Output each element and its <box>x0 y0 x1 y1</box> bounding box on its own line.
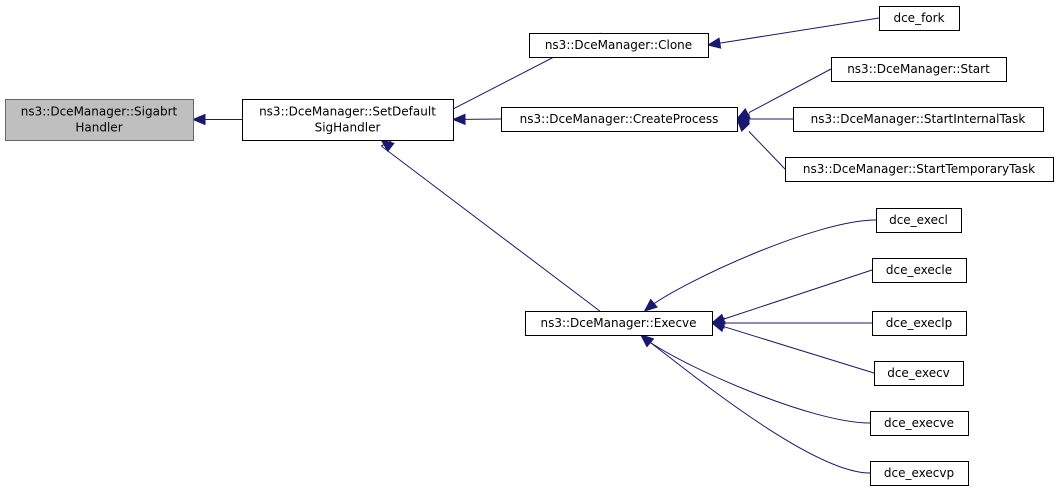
node-box <box>831 57 1007 82</box>
arrowhead <box>706 37 722 49</box>
edge-dce-execle-to-execve <box>723 269 873 320</box>
node-label: Handler <box>75 121 122 135</box>
node-label: ns3::DceManager::Execve <box>540 316 696 330</box>
node-box <box>879 6 960 31</box>
node-starttemporary[interactable]: ns3::DceManager::StartTemporaryTask <box>785 157 1054 182</box>
node-start[interactable]: ns3::DceManager::Start <box>831 57 1007 82</box>
node-label: dce_execle <box>886 263 952 277</box>
node-label: dce_execvp <box>884 466 954 480</box>
node-box <box>793 107 1044 132</box>
node-box <box>870 461 969 486</box>
arrowhead <box>191 113 206 126</box>
node-execve[interactable]: ns3::DceManager::Execve <box>525 311 713 336</box>
node-box <box>874 361 964 386</box>
arrowhead <box>643 298 658 312</box>
edge-start-to-createprocess <box>748 68 832 114</box>
node-label: ns3::DceManager::Sigabrt <box>21 105 178 119</box>
node-box <box>872 311 967 336</box>
nodes-layer: ns3::DceManager::SigabrtHandlerns3::DceM… <box>5 6 1054 486</box>
node-label: dce_execv <box>887 366 950 380</box>
node-dce-execve[interactable]: dce_execve <box>870 411 969 436</box>
node-label: dce_execl <box>889 213 948 227</box>
arrowhead <box>710 321 726 333</box>
node-box <box>501 107 738 132</box>
arrowhead <box>736 118 750 132</box>
arrowhead <box>639 334 655 348</box>
node-dce-execvp[interactable]: dce_execvp <box>870 461 969 486</box>
node-startinternal[interactable]: ns3::DceManager::StartInternalTask <box>793 107 1044 132</box>
node-dce-execv[interactable]: dce_execv <box>874 361 964 386</box>
edge-dce-execv-to-execve <box>723 326 875 374</box>
node-label: ns3::DceManager::StartInternalTask <box>811 112 1026 126</box>
node-label: dce_execlp <box>886 316 952 330</box>
edge-dce-execve-to-execve <box>646 339 871 424</box>
node-box <box>525 311 713 336</box>
arrowhead <box>380 139 395 153</box>
node-label: ns3::DceManager::SetDefault <box>259 105 436 119</box>
arrowhead <box>451 113 466 126</box>
edges-layer <box>191 17 880 474</box>
node-box <box>529 33 709 58</box>
edge-dce-fork-to-clone <box>719 17 880 44</box>
edge-execve-to-setdefault <box>380 145 601 312</box>
edge-dce-execl-to-execve <box>650 219 877 307</box>
node-box <box>870 411 969 436</box>
node-dce-execl[interactable]: dce_execl <box>876 208 962 233</box>
node-label: ns3::DceManager::Start <box>847 62 990 76</box>
node-clone[interactable]: ns3::DceManager::Clone <box>529 33 709 58</box>
node-box <box>242 99 454 141</box>
node-box <box>785 157 1054 182</box>
node-label: ns3::DceManager::CreateProcess <box>520 112 719 126</box>
node-box <box>872 258 967 283</box>
node-label: ns3::DceManager::StartTemporaryTask <box>803 162 1035 176</box>
node-box <box>5 99 194 141</box>
node-dce-execle[interactable]: dce_execle <box>872 258 967 283</box>
node-dce-execlp[interactable]: dce_execlp <box>872 311 967 336</box>
node-label: SigHandler <box>315 121 381 135</box>
node-createprocess[interactable]: ns3::DceManager::CreateProcess <box>501 107 738 132</box>
node-label: dce_execve <box>884 416 954 430</box>
edge-starttemporary-to-createprocess <box>748 131 786 170</box>
node-label: dce_fork <box>893 11 944 25</box>
node-label: ns3::DceManager::Clone <box>545 38 692 52</box>
node-box <box>876 208 962 233</box>
edge-dce-execvp-to-execve <box>646 339 871 474</box>
node-dce-fork[interactable]: dce_fork <box>879 6 960 31</box>
